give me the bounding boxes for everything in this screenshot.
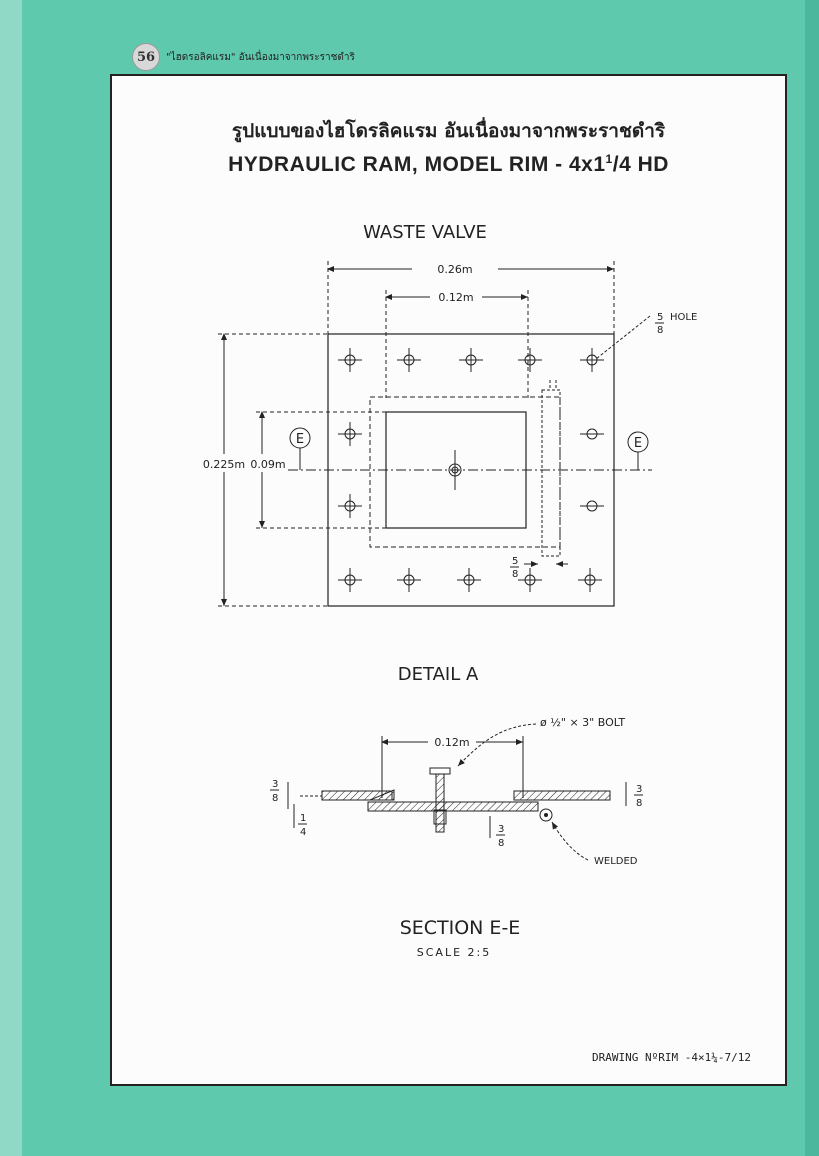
hole-num: 5 [657, 312, 663, 323]
hole-right-1 [580, 428, 604, 440]
hole-top-1 [338, 348, 362, 372]
bolt-label: ø ½" × 3" BOLT [540, 716, 625, 729]
hole-left-1 [338, 422, 362, 446]
page-right-edge [805, 0, 819, 1156]
hole-leader [595, 315, 651, 360]
title-english-sup: 1 [605, 152, 613, 166]
hole-bottom-3 [457, 568, 481, 592]
hole-bottom-4 [518, 568, 542, 592]
bolt-holes [338, 348, 604, 592]
title-english-suffix: /4 HD [612, 153, 669, 176]
bolt-leader [457, 723, 537, 767]
hole-top-2 [397, 348, 421, 372]
left2-den: 4 [300, 827, 306, 838]
technical-drawing: WASTE VALVE 0.26m 0.12m 5 8 HOLE [203, 222, 697, 959]
section-marker-left-label: E [296, 432, 304, 447]
welded-label: WELDED [594, 856, 638, 867]
left-num: 3 [272, 779, 278, 790]
right-den: 8 [636, 798, 642, 809]
hole-top-4 [518, 348, 542, 372]
hole-bottom-2 [397, 568, 421, 592]
weld-leader [551, 821, 589, 861]
inner-dashed-outline [369, 396, 561, 548]
hole-left-2 [338, 494, 362, 518]
page-left-edge [0, 0, 22, 1156]
page-number-badge: 56 [132, 43, 160, 71]
center-bolt [448, 450, 462, 490]
running-title: "ไฮดรอลิคแรม" อันเนื่องมาจากพระราชดำริ [166, 51, 355, 63]
title-english-prefix: HYDRAULIC RAM, MODEL RIM - 4x1 [228, 153, 606, 176]
detail-dim-inner-label: 0.12m [434, 736, 469, 749]
hinge-detail [541, 380, 561, 557]
hole-top-5 [580, 348, 604, 372]
section-scale: SCALE 2:5 [417, 946, 491, 959]
hole-bottom-1 [338, 568, 362, 592]
title-thai: รูปแบบของไฮโดรลิคแรม อันเนื่องมาจากพระรา… [231, 120, 666, 142]
page-header: 56 "ไฮดรอลิคแรม" อันเนื่องมาจากพระราชดำร… [132, 43, 355, 71]
edge-num: 5 [512, 556, 518, 567]
section-marker-right-label: E [634, 436, 642, 451]
dim-width [327, 261, 615, 334]
dim-inner-height-label: 0.09m [250, 458, 285, 471]
drawing-number: DRAWING NºRIM -4×1¼-7/12 [592, 1051, 751, 1064]
waste-valve-heading: WASTE VALVE [363, 222, 487, 243]
hole-label: HOLE [670, 312, 697, 323]
mid-den: 8 [498, 838, 504, 849]
edge-den: 8 [512, 569, 518, 580]
dim-inner-label: 0.12m [438, 291, 473, 304]
drawing-sheet: รูปแบบของไฮโดรลิคแรม อันเนื่องมาจากพระรา… [110, 74, 787, 1086]
hole-bottom-5 [578, 568, 602, 592]
dim-inner [385, 290, 529, 398]
title-english: HYDRAULIC RAM, MODEL RIM - 4x11/4 HD [112, 152, 785, 177]
dim-height-label: 0.225m [203, 458, 245, 471]
detail-a-heading: DETAIL A [398, 664, 479, 685]
section-heading: SECTION E-E [400, 917, 521, 939]
mid-num: 3 [498, 824, 504, 835]
dim-width-label: 0.26m [437, 263, 472, 276]
hole-den: 8 [657, 325, 663, 336]
hole-top-3 [459, 348, 483, 372]
right-num: 3 [636, 784, 642, 795]
weld-bead [539, 808, 553, 822]
section-plates [300, 767, 611, 833]
left-den: 8 [272, 793, 278, 804]
dim-height [218, 333, 386, 607]
hole-right-2 [580, 500, 604, 512]
left2-num: 1 [300, 813, 306, 824]
